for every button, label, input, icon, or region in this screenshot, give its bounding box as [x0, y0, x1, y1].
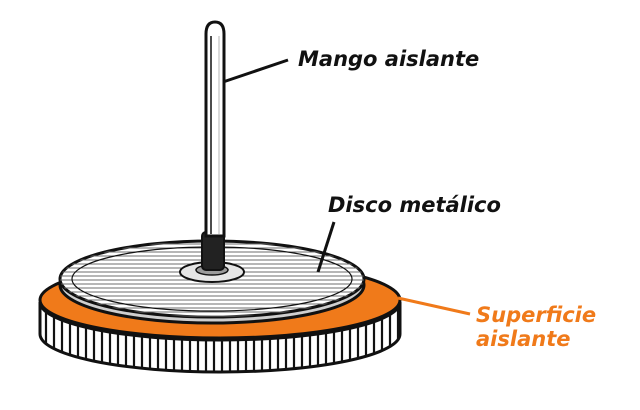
handle-label: Mango aislante — [298, 47, 480, 71]
handle-rod — [204, 20, 226, 238]
surface-label: Superficie aislante — [476, 303, 596, 351]
insulating-handle — [201, 20, 226, 271]
handle-leader-line — [222, 58, 289, 84]
surface-leader-line — [397, 296, 471, 316]
disc-label: Disco metálico — [328, 193, 501, 217]
surface-label-line-2: aislante — [476, 327, 571, 351]
disc-leader-line — [316, 221, 336, 273]
leader-lines — [222, 58, 471, 316]
handle-collar — [201, 231, 225, 271]
surface-label-line-1: Superficie — [476, 303, 597, 327]
